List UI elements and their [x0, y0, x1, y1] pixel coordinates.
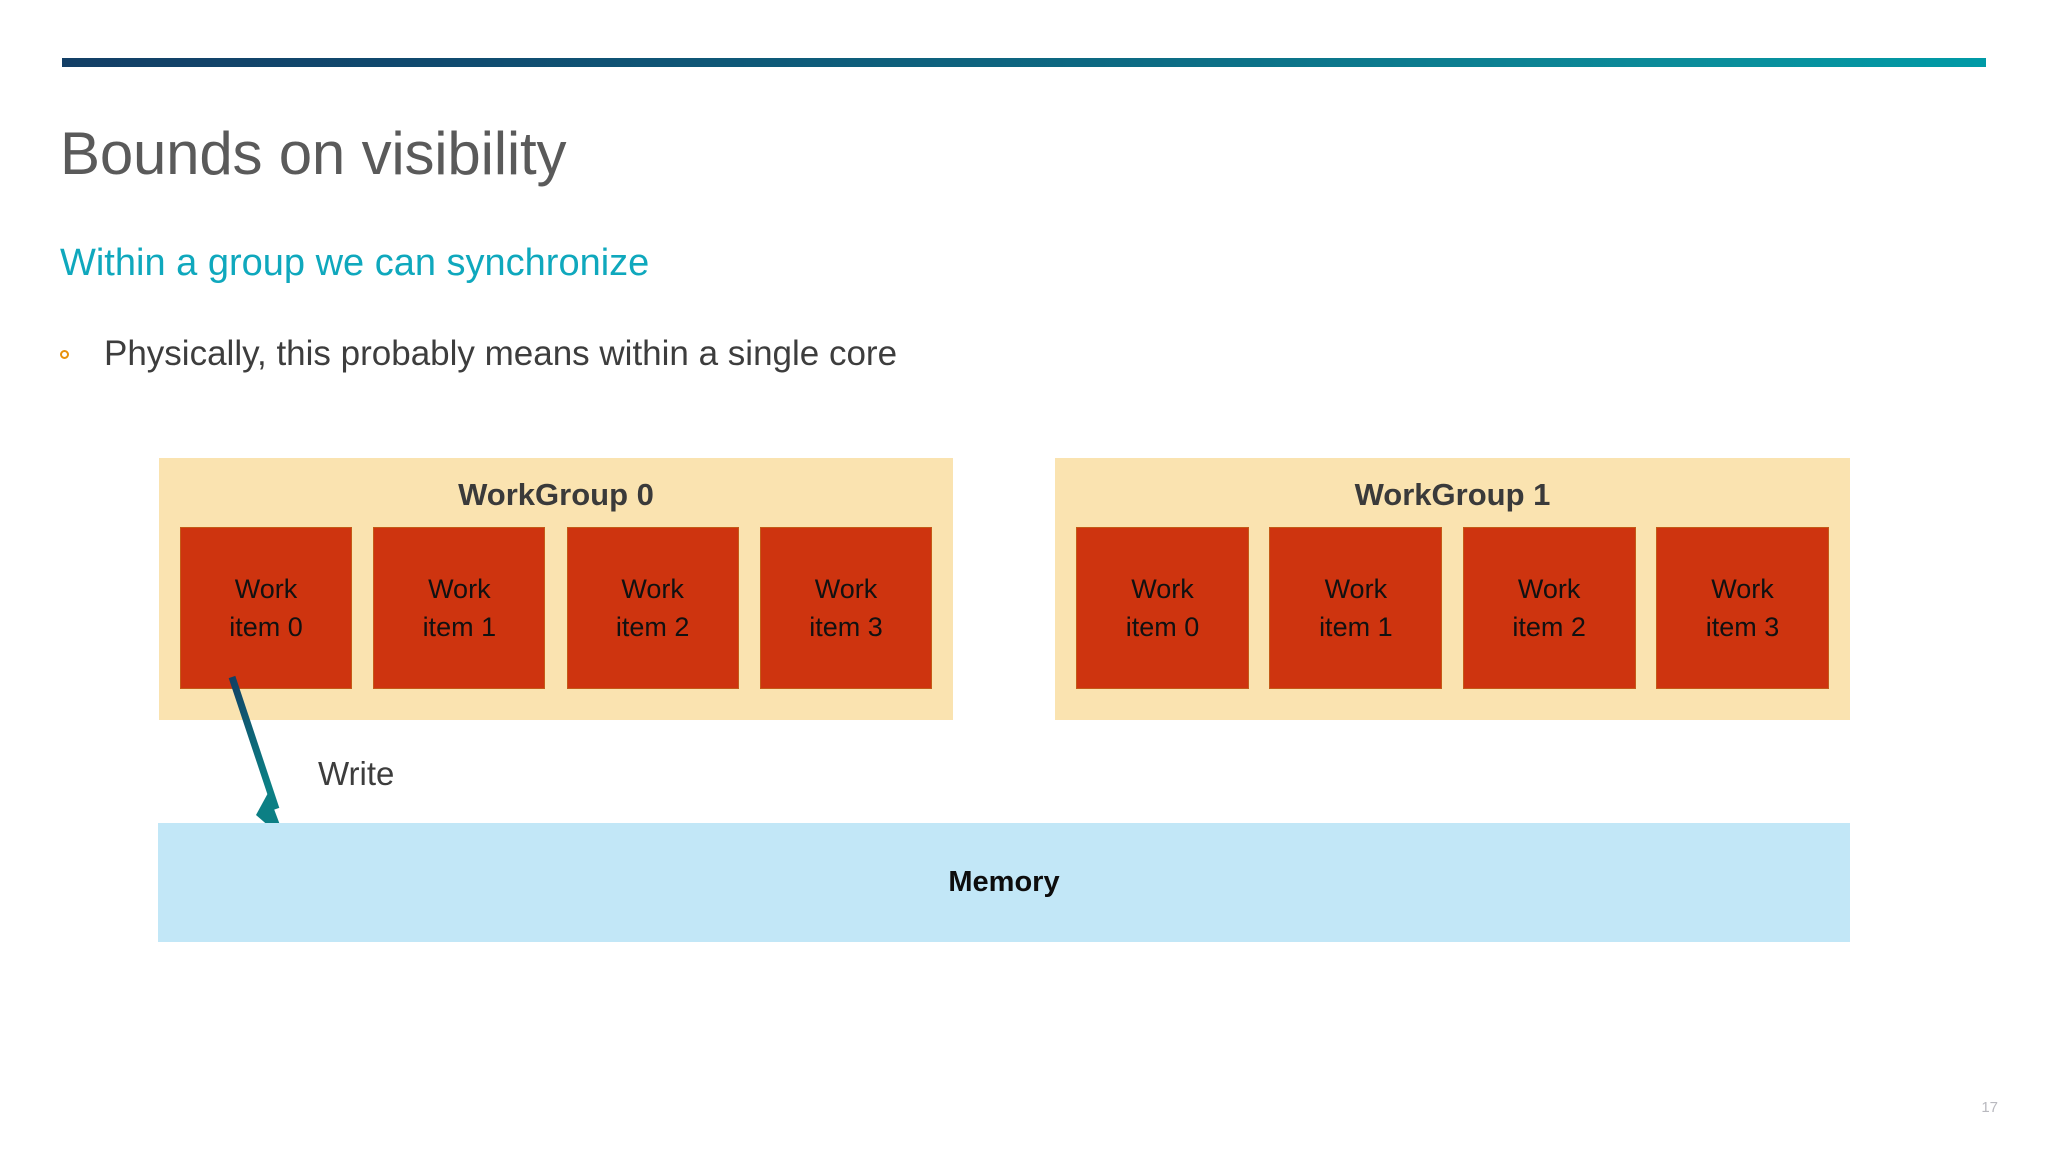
work-item-line2: item 2: [615, 612, 690, 642]
work-item-line1: Work: [621, 573, 684, 604]
work-item-1-2[interactable]: Work item 2: [1462, 527, 1636, 689]
work-item-line2: item 0: [1125, 612, 1200, 642]
workgroup-0-container[interactable]: WorkGroup 0 Work item 0 Work item 1 Work…: [159, 458, 953, 720]
write-label: Write: [318, 755, 395, 792]
workgroup-0-label: WorkGroup 0: [458, 477, 654, 512]
bullet-list: Physically, this probably means within a…: [60, 332, 1760, 390]
work-item-line2: item 1: [422, 612, 497, 642]
workgroup-0-items: Work item 0 Work item 1 Work item 2 Work…: [180, 527, 932, 689]
work-item-line1: Work: [1517, 573, 1581, 604]
work-item-line1: Work: [1324, 573, 1388, 604]
work-item-line2: item 3: [809, 612, 883, 642]
work-item-0-0[interactable]: Work item 0: [180, 527, 352, 689]
work-item-0-1[interactable]: Work item 1: [373, 527, 546, 689]
work-item-line1: Work: [814, 573, 878, 604]
work-item-line2: item 3: [1705, 612, 1780, 642]
work-item-0-2[interactable]: Work item 2: [566, 527, 739, 689]
bullet-text: Physically, this probably means within a…: [104, 334, 898, 373]
list-item: Physically, this probably means within a…: [60, 332, 1760, 376]
work-item-line2: item 1: [1319, 612, 1393, 642]
work-item-0-3[interactable]: Work item 3: [759, 527, 932, 689]
memory-label: Memory: [948, 866, 1060, 898]
slide-subtitle: Within a group we can synchronize: [60, 242, 650, 284]
workgroup-1-label: WorkGroup 1: [1354, 477, 1551, 512]
top-accent-bar: [62, 58, 1986, 67]
workgroup-1-container[interactable]: WorkGroup 1 Work item 0 Work item 1 Work…: [1055, 458, 1850, 720]
work-item-line1: Work: [1711, 573, 1774, 604]
work-item-1-3[interactable]: Work item 3: [1655, 527, 1829, 689]
page-title: Bounds on visibility: [60, 120, 567, 187]
work-item-line2: item 0: [229, 612, 303, 642]
work-item-line1: Work: [1131, 573, 1194, 604]
circle-bullet-icon: [60, 332, 104, 359]
work-item-1-1[interactable]: Work item 1: [1269, 527, 1443, 689]
memory-bar[interactable]: Memory: [158, 823, 1850, 942]
work-item-line2: item 2: [1512, 612, 1586, 642]
work-item-line1: Work: [428, 573, 491, 604]
work-item-1-0[interactable]: Work item 0: [1076, 527, 1249, 689]
work-item-line1: Work: [234, 573, 298, 604]
workgroup-1-items: Work item 0 Work item 1 Work item 2 Work…: [1076, 527, 1829, 689]
page-number: 17: [1981, 1099, 1998, 1116]
